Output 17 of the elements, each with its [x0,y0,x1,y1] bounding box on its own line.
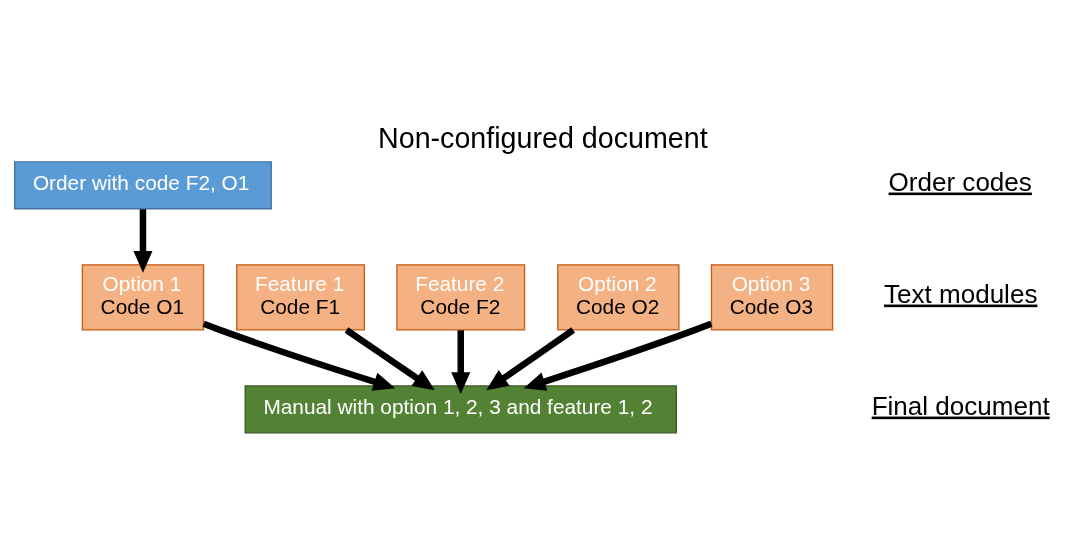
arrow [451,330,471,394]
diagram-title: Non-configured document [378,122,708,155]
label: Text modules [884,278,1038,309]
node-box: Feature 1 Code F1 [236,264,365,331]
arrow [486,327,576,391]
arrow [523,320,713,391]
node-box: Option 2 Code O2 [557,264,680,331]
label: Order codes [888,166,1032,197]
label: Final document [871,390,1050,421]
node-box: Option 3 Code O3 [710,264,834,331]
node-box: Option 1 Code O1 [81,264,205,331]
node-box: Feature 2 Code F2 [396,264,526,331]
arrow [202,320,396,391]
node-box: Order with code F2, O1 [14,161,272,210]
arrow [344,327,435,391]
node-box: Manual with option 1, 2, 3 and feature 1, 2 [244,385,677,434]
arrow [133,209,153,273]
